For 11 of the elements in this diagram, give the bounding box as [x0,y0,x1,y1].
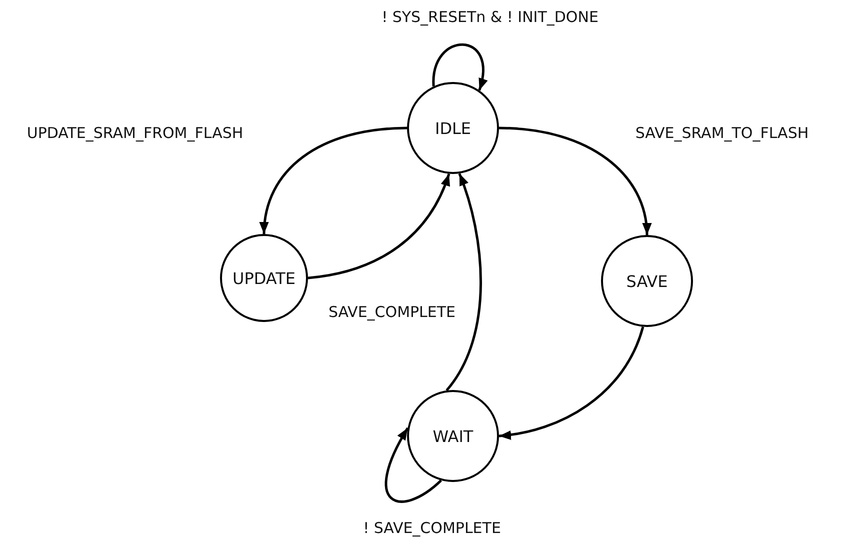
transition-arrow [384,427,442,503]
transition-arrow [498,326,644,440]
transition-arrow [446,173,482,392]
transition-arrow [498,126,651,236]
state-name: UPDATE [232,268,296,288]
transition-arrow [432,43,487,91]
transition-arrow [308,173,450,280]
state-name: SAVE [626,272,668,290]
state-name: IDLE [434,118,472,138]
state-name: WAIT [432,426,474,446]
transition-arrow [260,126,408,234]
